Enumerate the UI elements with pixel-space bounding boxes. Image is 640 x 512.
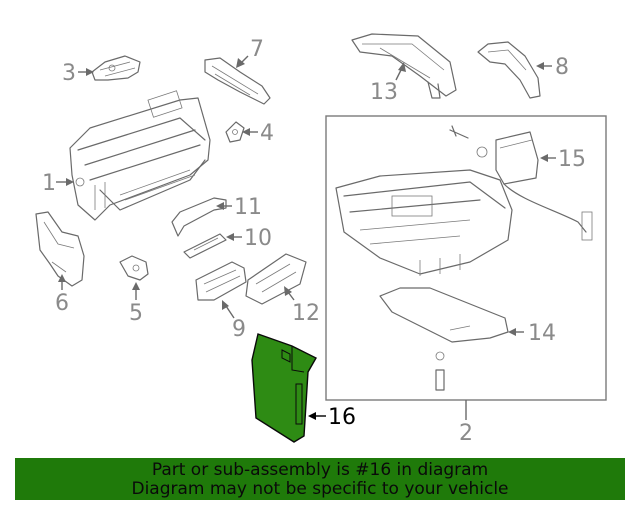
part-14-plate[interactable] [379,287,509,391]
arrow-14 [508,328,516,336]
part-13-bracket[interactable] [351,33,457,99]
part-16-module[interactable] [251,333,317,443]
label-2: 2 [459,421,473,446]
part-11-bracket[interactable] [171,197,227,237]
arrow-13 [398,62,406,72]
arrow-12 [284,286,292,296]
label-12: 12 [292,301,320,326]
banner-line-1: Part or sub-assembly is #16 in diagram [151,460,489,480]
label-6: 6 [55,291,69,316]
label-9: 9 [232,317,246,342]
arrow-6 [58,274,66,282]
label-13: 13 [370,80,398,105]
part-10-strip[interactable] [183,233,227,259]
arrow-3 [86,68,94,76]
label-7: 7 [250,37,264,62]
label-1: 1 [42,171,56,196]
part-3-bracket[interactable] [91,55,141,81]
label-5: 5 [129,301,143,326]
arrow-9 [222,300,229,310]
label-8: 8 [555,55,569,80]
label-10: 10 [244,226,272,251]
part-12-module[interactable] [245,253,307,305]
arrow-15 [540,154,548,162]
info-banner: Part or sub-assembly is #16 in diagram D… [15,458,625,500]
part-6-bracket[interactable] [35,211,85,287]
part-8-bracket[interactable] [477,41,541,99]
label-14: 14 [528,321,556,346]
part-15-sensor[interactable] [449,125,593,241]
part-9-bracket[interactable] [195,261,247,301]
part-4-clip[interactable] [225,121,245,143]
arrow-16 [308,412,316,420]
arrow-5 [132,282,140,290]
arrow-11 [216,202,224,210]
label-3: 3 [62,61,76,86]
part-7-bracket[interactable] [204,57,271,105]
arrow-4 [242,128,250,136]
label-11: 11 [234,195,262,220]
label-16: 16 [328,405,356,430]
part-5-mount[interactable] [119,255,149,281]
label-4: 4 [260,121,274,146]
arrow-10 [226,233,234,241]
part-1-inverter[interactable] [69,90,211,221]
arrow-7 [236,58,245,68]
arrow-8 [536,62,544,70]
banner-line-2: Diagram may not be specific to your vehi… [131,479,509,499]
leader-9 [225,305,235,319]
label-15: 15 [558,147,586,172]
part-2-assembly[interactable] [335,169,513,276]
arrow-1 [66,178,74,186]
